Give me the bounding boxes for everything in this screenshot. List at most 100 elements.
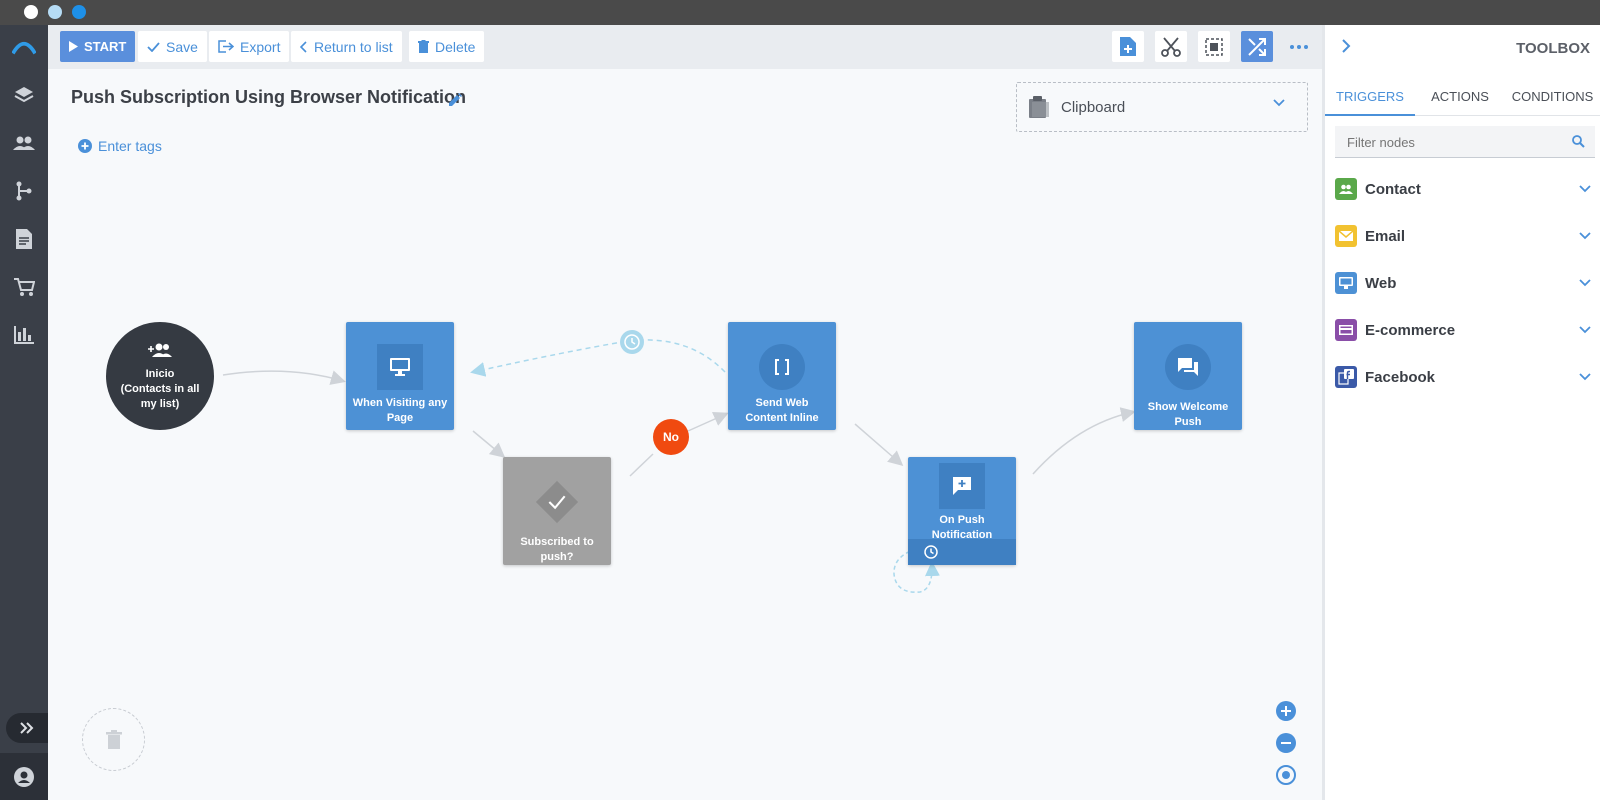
edge-send-loop-back [470, 339, 726, 377]
chevron-down-icon [1579, 232, 1591, 240]
start-node[interactable]: Inicio (Contacts in all my list) [106, 322, 214, 430]
category-facebook[interactable]: Facebook [1335, 362, 1591, 392]
welcome-push-label: Show Welcome Push [1147, 401, 1229, 428]
category-web[interactable]: Web [1335, 268, 1591, 298]
logo-icon[interactable] [12, 35, 36, 59]
category-label: Email [1365, 227, 1406, 245]
pencil-icon[interactable] [448, 93, 462, 107]
category-label: Web [1365, 274, 1397, 292]
filter-nodes-field[interactable] [1335, 126, 1595, 158]
reports-icon[interactable] [12, 323, 36, 347]
start-node-subtitle: (Contacts in all my list) [120, 383, 200, 410]
auto-layout-button[interactable] [1241, 31, 1273, 62]
selection-icon [1205, 37, 1223, 56]
editor-toolbar: START Save Export Return to list Delete [48, 25, 1322, 69]
start-button-label: START [84, 39, 127, 54]
add-document-icon [1120, 37, 1136, 56]
on-push-subscribed-node[interactable]: On Push Notification Subscribed [908, 457, 1016, 565]
play-icon [69, 41, 78, 52]
filter-nodes-input[interactable] [1335, 126, 1560, 158]
cut-button[interactable] [1155, 31, 1187, 62]
export-button[interactable]: Export [209, 31, 290, 62]
more-horizontal-icon [1290, 44, 1308, 49]
user-avatar[interactable] [0, 753, 48, 800]
flow-canvas[interactable]: Inicio (Contacts in all my list) When Vi… [48, 69, 1322, 800]
no-branch-badge[interactable]: No [653, 419, 689, 455]
flow-connections [222, 330, 1136, 593]
window-close-button[interactable] [24, 5, 38, 19]
contacts-icon [1335, 178, 1357, 200]
category-label: Contact [1365, 180, 1421, 198]
contacts-icon[interactable] [12, 131, 36, 155]
search-icon [1572, 135, 1585, 148]
category-ecommerce[interactable]: E-commerce [1335, 315, 1591, 345]
edge-subscribed-to-send [629, 414, 726, 477]
target-icon [1276, 765, 1296, 785]
edge-start-to-visiting [222, 370, 346, 385]
save-button-label: Save [166, 38, 198, 55]
export-icon [218, 40, 234, 53]
return-button-label: Return to list [314, 38, 393, 55]
trash-icon [418, 40, 429, 53]
select-area-button[interactable] [1198, 31, 1230, 62]
chevron-down-icon [1579, 279, 1591, 287]
facebook-icon [1335, 366, 1357, 388]
chat-icon [1165, 344, 1211, 390]
check-diamond-icon [534, 479, 580, 525]
tab-conditions[interactable]: CONDITIONS [1511, 89, 1594, 104]
show-welcome-push-node[interactable]: Show Welcome Push [1134, 322, 1242, 430]
page-title: Push Subscription Using Browser Notifica… [71, 87, 467, 107]
brackets-icon [759, 344, 805, 390]
tab-triggers[interactable]: TRIGGERS [1325, 78, 1415, 116]
envelope-icon [1335, 225, 1357, 247]
document-icon[interactable] [12, 227, 36, 251]
scissors-icon [1161, 36, 1181, 57]
tab-actions[interactable]: ACTIONS [1431, 89, 1489, 104]
chevron-down-icon [1579, 326, 1591, 334]
window-maximize-button[interactable] [72, 5, 86, 19]
subscribed-condition-node[interactable]: Subscribed to push? [503, 457, 611, 565]
enter-tags-button[interactable]: Enter tags [78, 138, 162, 154]
message-plus-icon [939, 463, 985, 509]
recenter-button[interactable] [1275, 764, 1297, 786]
start-node-title: Inicio [145, 368, 175, 380]
category-email[interactable]: Email [1335, 221, 1591, 251]
new-page-button[interactable] [1112, 31, 1144, 62]
toolbox-tabs: TRIGGERS ACTIONS CONDITIONS [1325, 78, 1600, 116]
category-label: E-commerce [1365, 321, 1456, 339]
edge-onpush-to-welcome [1032, 407, 1136, 475]
delete-button[interactable]: Delete [409, 31, 485, 62]
trash-dropzone[interactable] [82, 708, 145, 771]
add-contacts-icon [148, 343, 172, 357]
check-icon [147, 41, 160, 52]
chevron-down-icon [1579, 185, 1591, 193]
expand-sidebar-button[interactable] [6, 713, 48, 743]
trash-icon [105, 730, 122, 749]
save-button[interactable]: Save [138, 31, 207, 62]
edge-visiting-to-subscribed [472, 430, 506, 458]
when-visiting-label: When Visiting any Page [352, 397, 448, 424]
more-options-button[interactable] [1283, 31, 1315, 62]
send-web-label: Send Web Content Inline [745, 397, 819, 424]
main-sidebar [0, 25, 48, 800]
workflow-icon[interactable] [12, 179, 36, 203]
start-button[interactable]: START [60, 31, 136, 62]
layers-icon[interactable] [12, 83, 36, 107]
send-web-content-node[interactable]: Send Web Content Inline [728, 322, 836, 430]
chevron-left-icon [300, 40, 307, 53]
enter-tags-label: Enter tags [98, 138, 162, 154]
cart-icon[interactable] [12, 275, 36, 299]
window-minimize-button[interactable] [48, 5, 62, 19]
shuffle-icon [1248, 37, 1266, 56]
edge-send-to-onpush [854, 423, 904, 466]
clipboard-icon [1029, 96, 1049, 118]
zoom-in-button[interactable] [1275, 700, 1297, 722]
category-contact[interactable]: Contact [1335, 174, 1591, 204]
when-visiting-node[interactable]: When Visiting any Page [346, 322, 454, 430]
chevron-right-icon[interactable] [1341, 39, 1351, 53]
return-to-list-button[interactable]: Return to list [291, 31, 402, 62]
zoom-out-button[interactable] [1275, 732, 1297, 754]
chevron-down-icon [1579, 373, 1591, 381]
clipboard-dropdown[interactable]: Clipboard [1016, 82, 1308, 132]
chevron-down-icon [1273, 99, 1285, 107]
